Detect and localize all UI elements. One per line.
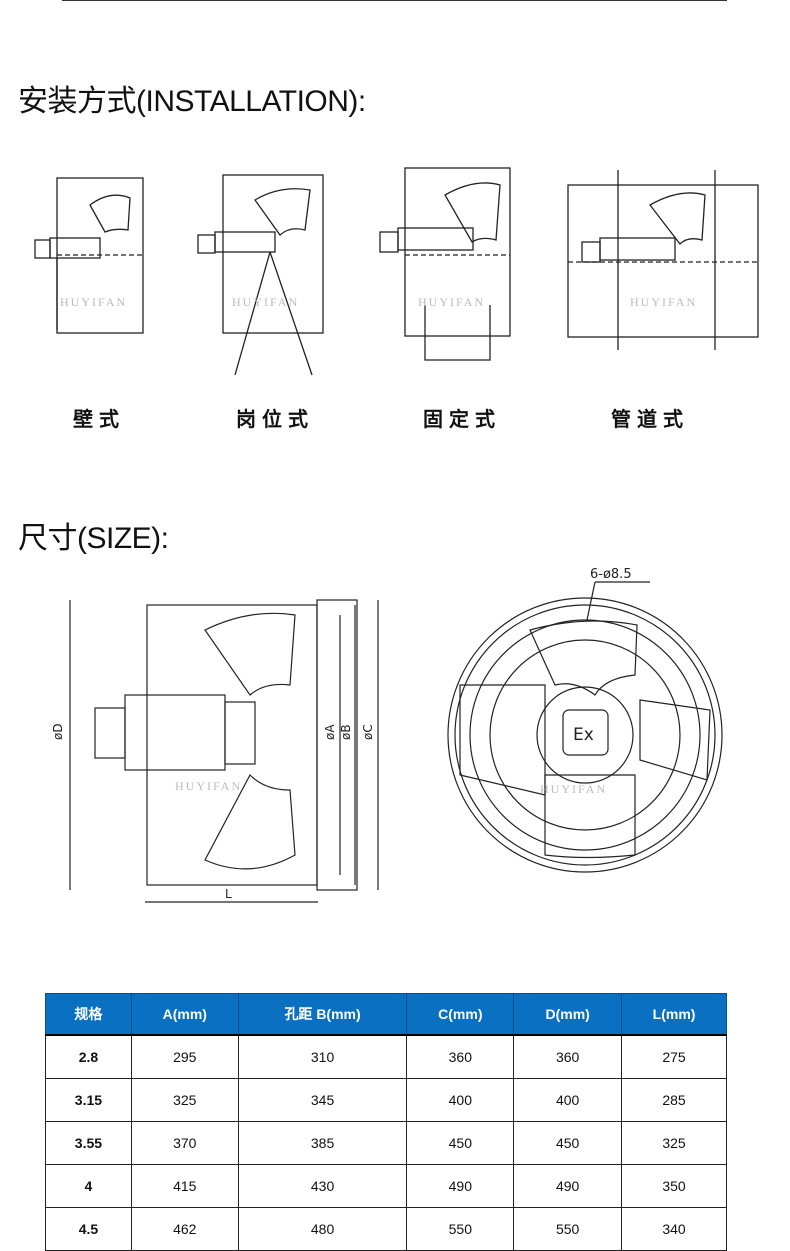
method-wall: 壁式 xyxy=(73,407,125,431)
side-view-drawing: øD øA øB øC L HUYIFAN xyxy=(51,599,379,903)
table-cell: 400 xyxy=(513,1078,623,1122)
table-cell: 360 xyxy=(513,1034,623,1079)
installation-heading: 安装方式(INSTALLATION): xyxy=(18,85,366,118)
svg-text:HUYIFAN: HUYIFAN xyxy=(540,782,607,796)
table-cell: 450 xyxy=(513,1121,623,1165)
table-cell: 430 xyxy=(237,1164,408,1208)
table-cell: 295 xyxy=(130,1034,239,1079)
installation-drawings: HUYIFAN HUYIFAN HUYIFAN HUYIFAN xyxy=(34,167,759,376)
dim-l: L xyxy=(225,887,232,901)
table-cell: 3.15 xyxy=(45,1078,132,1122)
svg-text:HUYIFAN: HUYIFAN xyxy=(232,295,299,309)
table-cell: 275 xyxy=(621,1034,727,1079)
table-cell: 285 xyxy=(621,1078,727,1122)
table-cell: 462 xyxy=(130,1207,239,1251)
table-cell: 490 xyxy=(513,1164,623,1208)
table-cell: 400 xyxy=(406,1078,515,1122)
header-c: C(mm) xyxy=(406,993,515,1036)
table-cell: 385 xyxy=(237,1121,408,1165)
table-cell: 415 xyxy=(130,1164,239,1208)
wall-mount-drawing: HUYIFAN xyxy=(34,177,144,334)
table-cell: 325 xyxy=(130,1078,239,1122)
table-cell: 360 xyxy=(406,1034,515,1079)
table-cell: 550 xyxy=(406,1207,515,1251)
hole-label: 6-ø8.5 xyxy=(590,567,632,582)
header-l: L(mm) xyxy=(621,993,727,1036)
svg-text:HUYIFAN: HUYIFAN xyxy=(630,295,697,309)
front-view-drawing: 6-ø8.5 Ex HUYIFAN xyxy=(447,567,723,873)
table-cell: 4.5 xyxy=(45,1207,132,1251)
header-a: A(mm) xyxy=(130,993,239,1036)
header-spec: 规格 xyxy=(45,993,132,1036)
top-divider xyxy=(62,0,727,1)
dim-d: øD xyxy=(51,723,65,740)
svg-text:HUYIFAN: HUYIFAN xyxy=(418,295,485,309)
table-cell: 325 xyxy=(621,1121,727,1165)
table-cell: 345 xyxy=(237,1078,408,1122)
method-post: 岗位式 xyxy=(236,407,314,431)
ex-mark: Ex xyxy=(573,725,594,745)
dim-b: øB xyxy=(339,724,353,740)
table-header-row: 规格 A(mm) 孔距 B(mm) C(mm) D(mm) L(mm) xyxy=(45,993,727,1036)
table-cell: 4 xyxy=(45,1164,132,1208)
table-cell: 3.55 xyxy=(45,1121,132,1165)
dim-a: øA xyxy=(323,724,337,740)
post-mount-drawing: HUYIFAN xyxy=(197,174,324,376)
method-fixed: 固定式 xyxy=(423,407,501,431)
table-cell: 340 xyxy=(621,1207,727,1251)
dim-c: øC xyxy=(361,724,375,740)
table-cell: 450 xyxy=(406,1121,515,1165)
method-duct: 管道式 xyxy=(611,407,689,431)
header-b: 孔距 B(mm) xyxy=(237,993,408,1036)
header-d: D(mm) xyxy=(513,993,623,1036)
table-cell: 490 xyxy=(406,1164,515,1208)
fixed-mount-drawing: HUYIFAN xyxy=(379,167,511,361)
table-cell: 370 xyxy=(130,1121,239,1165)
table-cell: 480 xyxy=(237,1207,408,1251)
table-cell: 550 xyxy=(513,1207,623,1251)
table-cell: 2.8 xyxy=(45,1034,132,1079)
table-cell: 310 xyxy=(237,1034,408,1079)
svg-text:HUYIFAN: HUYIFAN xyxy=(60,295,127,309)
table-cell: 350 xyxy=(621,1164,727,1208)
size-heading: 尺寸(SIZE): xyxy=(18,522,169,555)
svg-text:HUYIFAN: HUYIFAN xyxy=(175,779,242,793)
duct-mount-drawing: HUYIFAN xyxy=(567,170,759,350)
